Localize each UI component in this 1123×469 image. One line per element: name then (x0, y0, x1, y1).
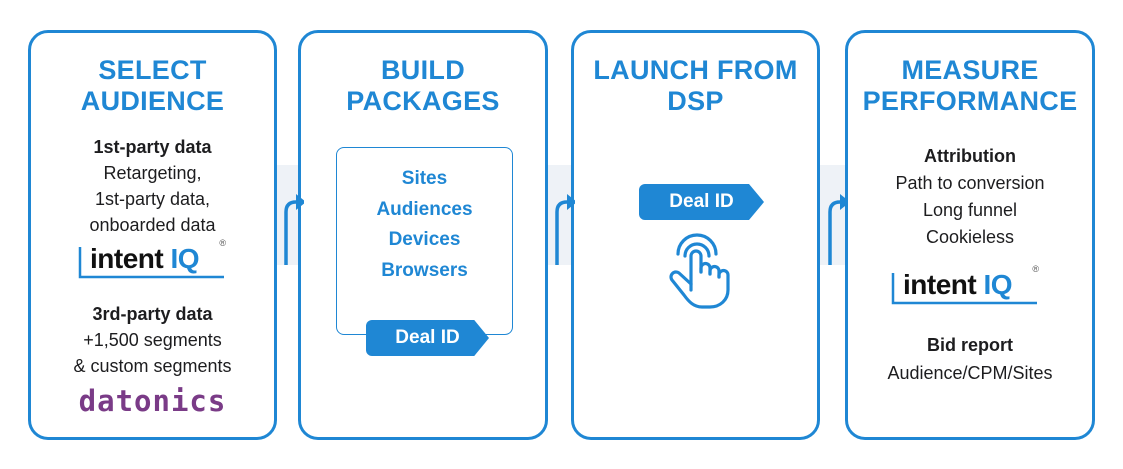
package-item: Browsers (381, 259, 468, 281)
deal-id-tag: Deal ID (366, 320, 489, 356)
step-title: MEASURE PERFORMANCE (848, 55, 1092, 117)
attribution-line: Cookieless (925, 227, 1015, 247)
registered-mark: ® (219, 238, 226, 248)
step-measure-performance: MEASURE PERFORMANCE Attribution Path to … (845, 30, 1095, 440)
intent-iq-logo: intent IQ ® (78, 238, 228, 279)
title-line: SELECT (98, 55, 207, 85)
title-line: MEASURE (901, 55, 1039, 85)
attribution-line: Long funnel (922, 200, 1018, 220)
third-party-line: & custom segments (73, 356, 232, 376)
first-party-line: Retargeting, (103, 163, 202, 183)
title-line: PACKAGES (346, 86, 500, 116)
title-line: AUDIENCE (80, 86, 225, 116)
bid-report-line: Audience/CPM/Sites (887, 363, 1053, 383)
step-title: BUILD PACKAGES (301, 55, 545, 117)
step-select-audience: SELECT AUDIENCE 1st-party data Retargeti… (28, 30, 277, 440)
bid-report-heading: Bid report (926, 335, 1013, 355)
attribution-line: Path to conversion (895, 173, 1045, 193)
package-box: Sites Audiences Devices Browsers (336, 147, 513, 335)
step-build-packages: BUILD PACKAGES Sites Audiences Devices B… (298, 30, 548, 440)
first-party-heading: 1st-party data (93, 137, 212, 157)
step-title: LAUNCH FROM DSP (574, 55, 817, 117)
package-list: Sites Audiences Devices Browsers (337, 164, 512, 286)
logo-word: intent IQ (90, 243, 200, 274)
logo-bracket (891, 273, 1037, 305)
third-party-heading: 3rd-party data (92, 304, 213, 324)
first-party-line: 1st-party data, (94, 189, 211, 209)
package-item: Audiences (376, 198, 473, 220)
package-item: Sites (401, 168, 448, 189)
logo-bracket (78, 247, 224, 279)
title-line: LAUNCH FROM (593, 55, 798, 85)
datonics-logo: datonics (78, 384, 227, 418)
title-line: DSP (667, 86, 724, 116)
flow-arrow-1 (284, 194, 304, 265)
registered-mark: ® (1032, 264, 1039, 274)
attribution-heading: Attribution (924, 146, 1016, 166)
flow-arrow-2 (555, 194, 575, 265)
deal-id-tag: Deal ID (639, 184, 764, 220)
step-title: SELECT AUDIENCE (31, 55, 274, 117)
first-party-line: onboarded data (89, 215, 216, 235)
flow-arrow-3 (828, 194, 848, 265)
step-launch-from-dsp: LAUNCH FROM DSP Deal ID (571, 30, 820, 440)
title-line: BUILD (381, 55, 465, 85)
intent-iq-logo: intent IQ ® (891, 264, 1041, 305)
package-item: Devices (388, 229, 461, 250)
title-line: PERFORMANCE (862, 86, 1078, 116)
third-party-line: +1,500 segments (83, 330, 222, 350)
logo-word: intent IQ (903, 269, 1013, 300)
tap-hand-icon (669, 233, 730, 309)
